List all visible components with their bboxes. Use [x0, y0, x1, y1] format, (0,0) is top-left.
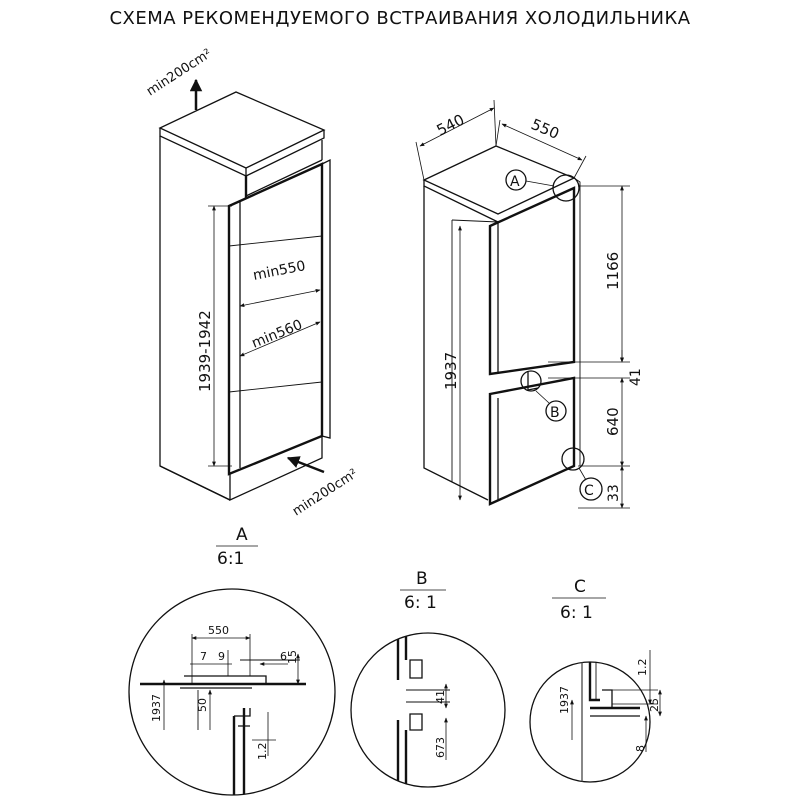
detail-b-dim-673: 673	[434, 737, 447, 758]
cabinet-drawing: 1939-1942 min550 min560 min200cm² min200…	[144, 46, 361, 519]
detail-a-dim-1937: 1937	[150, 694, 163, 722]
detail-c-letter: C	[574, 577, 586, 597]
detail-a-scale: 6:1	[217, 549, 244, 569]
callout-c: C	[584, 483, 594, 499]
callout-b: B	[550, 405, 560, 421]
diagram-title: СХЕМА РЕКОМЕНДУЕМОГО ВСТРАИВАНИЯ ХОЛОДИЛ…	[109, 8, 691, 29]
height-upper-label: 1166	[604, 252, 622, 290]
detail-c-dim-8: 8	[634, 745, 647, 752]
gap-bottom-label: 33	[606, 484, 622, 502]
detail-b-dim-41: 41	[434, 690, 447, 704]
detail-a-dim-50: 50	[196, 698, 209, 712]
cabinet-depth-label: min550	[252, 258, 307, 284]
detail-c-scale: 6: 1	[560, 603, 593, 623]
vent-top-label: min200cm²	[144, 46, 215, 99]
detail-b: B 6: 1 41 673	[350, 569, 506, 788]
detail-a-dim-550: 550	[208, 624, 229, 637]
detail-c: C 6: 1 1.2 1937 25 8	[529, 577, 662, 783]
vent-bottom-label: min200cm²	[290, 466, 361, 519]
detail-a-dim-1-2: 1.2	[256, 743, 269, 761]
height-total-label: 1937	[442, 352, 460, 390]
width-label: 540	[434, 111, 468, 140]
detail-c-dim-1937: 1937	[558, 686, 571, 714]
appliance-drawing: A B C 540 550 1937 1166 41 640 33	[415, 99, 644, 509]
depth-label: 550	[528, 115, 561, 143]
detail-a-dim-9: 9	[218, 650, 225, 663]
gap-middle-label: 41	[628, 368, 644, 386]
height-lower-label: 640	[604, 407, 622, 436]
detail-c-dim-1-2: 1.2	[636, 659, 649, 677]
detail-a-dim-15: 15	[286, 650, 299, 664]
detail-a-dim-6: 6	[280, 650, 287, 663]
callout-a: A	[510, 174, 520, 190]
detail-b-scale: 6: 1	[404, 593, 437, 613]
cabinet-width-label: min560	[250, 317, 305, 352]
detail-a-letter: A	[236, 525, 248, 545]
detail-a-dim-7: 7	[200, 650, 207, 663]
detail-c-dim-25: 25	[648, 698, 661, 712]
detail-a: A 6:1 550 7 9 6 15 1937 50	[128, 525, 336, 796]
cabinet-height-label: 1939-1942	[196, 310, 214, 392]
detail-b-letter: B	[416, 569, 428, 589]
